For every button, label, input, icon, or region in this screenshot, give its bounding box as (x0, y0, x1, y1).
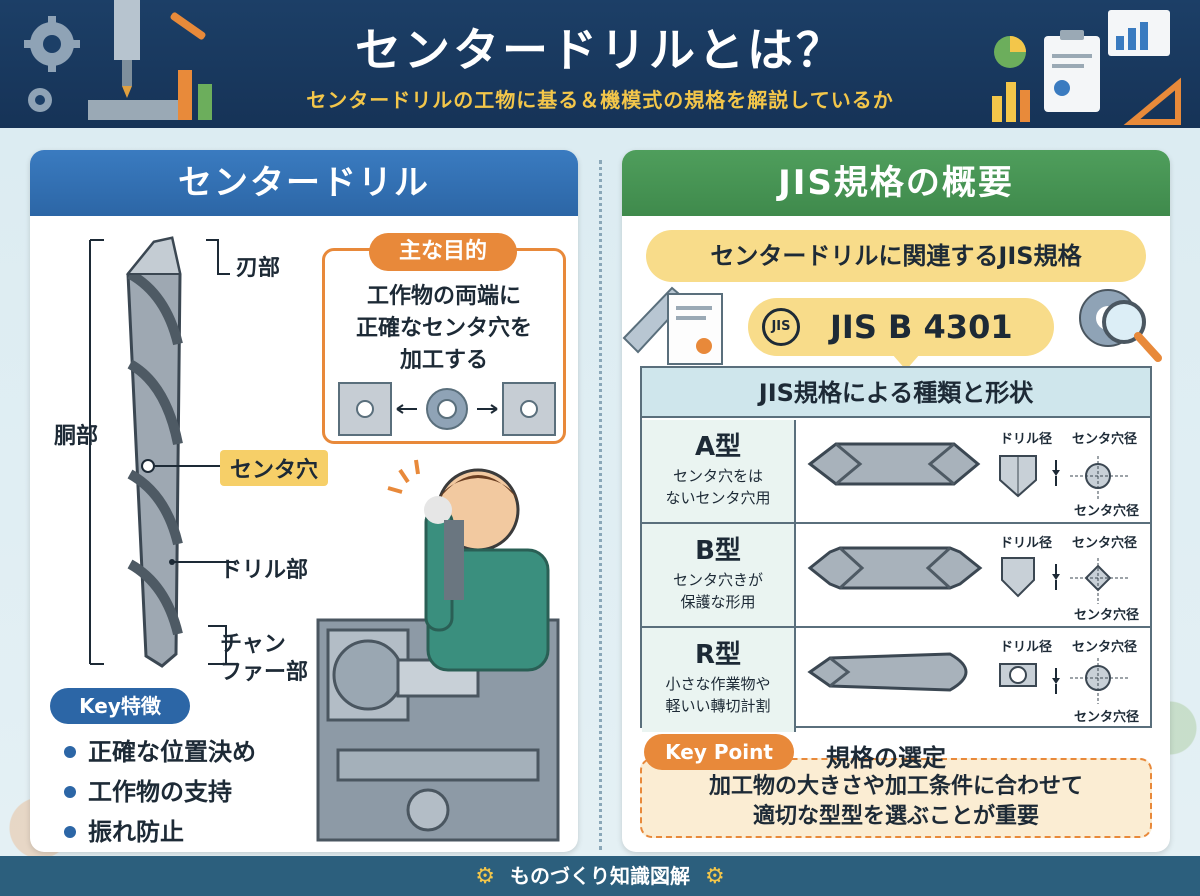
list-item: 振れ防止 (64, 812, 256, 852)
center-hole-diameter-label: センタ穴径 (1072, 640, 1138, 655)
small-gear-icon (28, 88, 52, 112)
jis-panel-title: JIS規格の概要 (622, 150, 1170, 216)
center-hole-label: センタ穴 (220, 450, 329, 486)
key-point-line: 適切な型型を選ぶことが重要 (752, 804, 1039, 829)
gear-icon: ⚙ (704, 864, 725, 889)
type-letter: B型 (695, 536, 741, 566)
gear-icon: ⚙ (475, 864, 496, 889)
center-drill-panel-title: センタードリル (30, 150, 578, 216)
list-item: 正確な位置決め (64, 732, 256, 772)
charts-illustration (992, 10, 1181, 125)
type-desc-line: 保護な形用 (680, 593, 756, 611)
type-desc: センタ穴をは ないセンタ穴用 (642, 465, 794, 509)
type-name-cell: B型 センタ穴きが 保護な形用 (642, 524, 796, 626)
type-desc: 小さな作業物や 軽いい轉切計割 (642, 673, 794, 717)
key-features-tag: Key特徴 (50, 688, 190, 724)
drill-diameter-label: ドリル径 (1000, 536, 1053, 551)
machine-tools-illustration (24, 0, 212, 120)
list-item: 工作物の支持 (64, 772, 256, 812)
header-banner: センタードリルとは？ センタードリルの工物に基る＆機模式の規格を解説しているか (0, 0, 1200, 128)
chamfer-label-line2: ファー部 (220, 660, 309, 685)
purpose-line: 工作物の両端に (366, 284, 521, 309)
type-desc-line: センタ穴をは (672, 467, 763, 485)
jis-types-table: JIS規格による種類と形状 A型 センタ穴をは ないセンタ穴用 (640, 366, 1152, 732)
type-letter: R型 (694, 640, 742, 670)
jis-panel: JIS規格の概要 センタードリルに関連するJIS規格 JIS JIS B 430… (622, 150, 1170, 852)
drill-diameter-label: ドリル径 (1000, 432, 1053, 447)
type-a-shape (807, 442, 1130, 500)
drill-diameter-label: ドリル径 (1000, 640, 1053, 655)
gear-icon (426, 388, 468, 430)
type-name-cell: R型 小さな作業物や 軽いい轉切計割 (642, 628, 796, 732)
type-r-shape (807, 652, 1130, 704)
table-row: A型 センタ穴をは ないセンタ穴用 ドリル径 センタ穴径 センタ穴径 (642, 420, 1150, 524)
worker-lathe-illustration (316, 459, 560, 842)
type-b-shape (807, 546, 1130, 604)
key-point-box (640, 758, 1152, 838)
jis-code-badge: JIS JIS B 4301 (748, 298, 1054, 356)
type-name-cell: A型 センタ穴をは ないセンタ穴用 (642, 420, 796, 522)
type-desc: センタ穴きが 保護な形用 (642, 569, 794, 613)
page-title: センタードリルとは？ (355, 23, 845, 77)
main-purpose-text: 工作物の両端に 正確なセンタ穴を 加工する (325, 281, 563, 377)
wrench-icon (170, 12, 206, 40)
key-point-text: 加工物の大きさや加工条件に合わせて 適切な型型を選ぶことが重要 (622, 772, 1170, 832)
center-hole-diameter-label: センタ穴径 (1072, 432, 1138, 447)
key-point-tag: Key Point (644, 734, 794, 770)
center-hole-diameter-bottom-label: センタ穴径 (1074, 608, 1140, 623)
blade-label: 刃部 (236, 256, 281, 281)
drill-part-label: ドリル部 (220, 558, 309, 583)
center-hole-diameter-bottom-label: センタ穴径 (1074, 710, 1140, 725)
panel-divider (599, 160, 602, 850)
purpose-line: 正確なセンタ穴を (355, 316, 532, 341)
footer-bar: ⚙ ものづくり知識図解 ⚙ (0, 856, 1200, 896)
gear-magnifier-icon (1079, 289, 1162, 362)
key-point-line: 加工物の大きさや加工条件に合わせて (708, 774, 1083, 799)
jis-code-text: JIS B 4301 (830, 308, 1013, 346)
type-desc-line: センタ穴きが (672, 571, 763, 589)
center-drill-panel: センタードリル 刃部 胴部 センタ穴 ドリル部 チャン ファー部 主な目的 工作… (30, 150, 578, 852)
type-desc-line: 小さな作業物や (665, 675, 771, 693)
main-purpose-box: 主な目的 工作物の両端に 正確なセンタ穴を 加工する (322, 233, 566, 444)
purpose-line: 加工する (399, 348, 488, 373)
type-desc-line: ないセンタ穴用 (665, 489, 771, 507)
body-label: 胴部 (54, 424, 99, 449)
related-jis-banner: センタードリルに関連するJIS規格 (646, 230, 1146, 282)
footer-text: ものづくり知識図解 (510, 864, 690, 888)
jis-mark-icon: JIS (762, 308, 800, 346)
key-features-list: 正確な位置決め 工作物の支持 振れ防止 (64, 732, 256, 852)
table-row: R型 小さな作業物や 軽いい轉切計割 ドリル径 センタ穴径 センタ穴径 (642, 628, 1150, 732)
types-table-title: JIS規格による種類と形状 (642, 368, 1150, 418)
document-ruler-icon (622, 286, 723, 365)
type-desc-line: 軽いい轉切計割 (665, 697, 771, 715)
type-letter: A型 (694, 432, 742, 462)
key-point-title: 規格の選定 (826, 744, 946, 772)
table-row: B型 センタ穴きが 保護な形用 ドリル径 センタ穴径 センタ穴径 (642, 524, 1150, 628)
workpiece-hole-diagram (338, 382, 556, 436)
center-drill-illustration (89, 236, 236, 668)
page-subtitle: センタードリルの工物に基る＆機模式の規格を解説しているか (306, 88, 894, 112)
main-purpose-tag: 主な目的 (369, 233, 517, 271)
pie-chart-icon (994, 36, 1026, 68)
center-hole-diameter-label: センタ穴径 (1072, 536, 1138, 551)
chamfer-label-line1: チャン (220, 632, 286, 657)
center-hole-diameter-bottom-label: センタ穴径 (1074, 504, 1140, 519)
gear-icon (24, 16, 80, 72)
